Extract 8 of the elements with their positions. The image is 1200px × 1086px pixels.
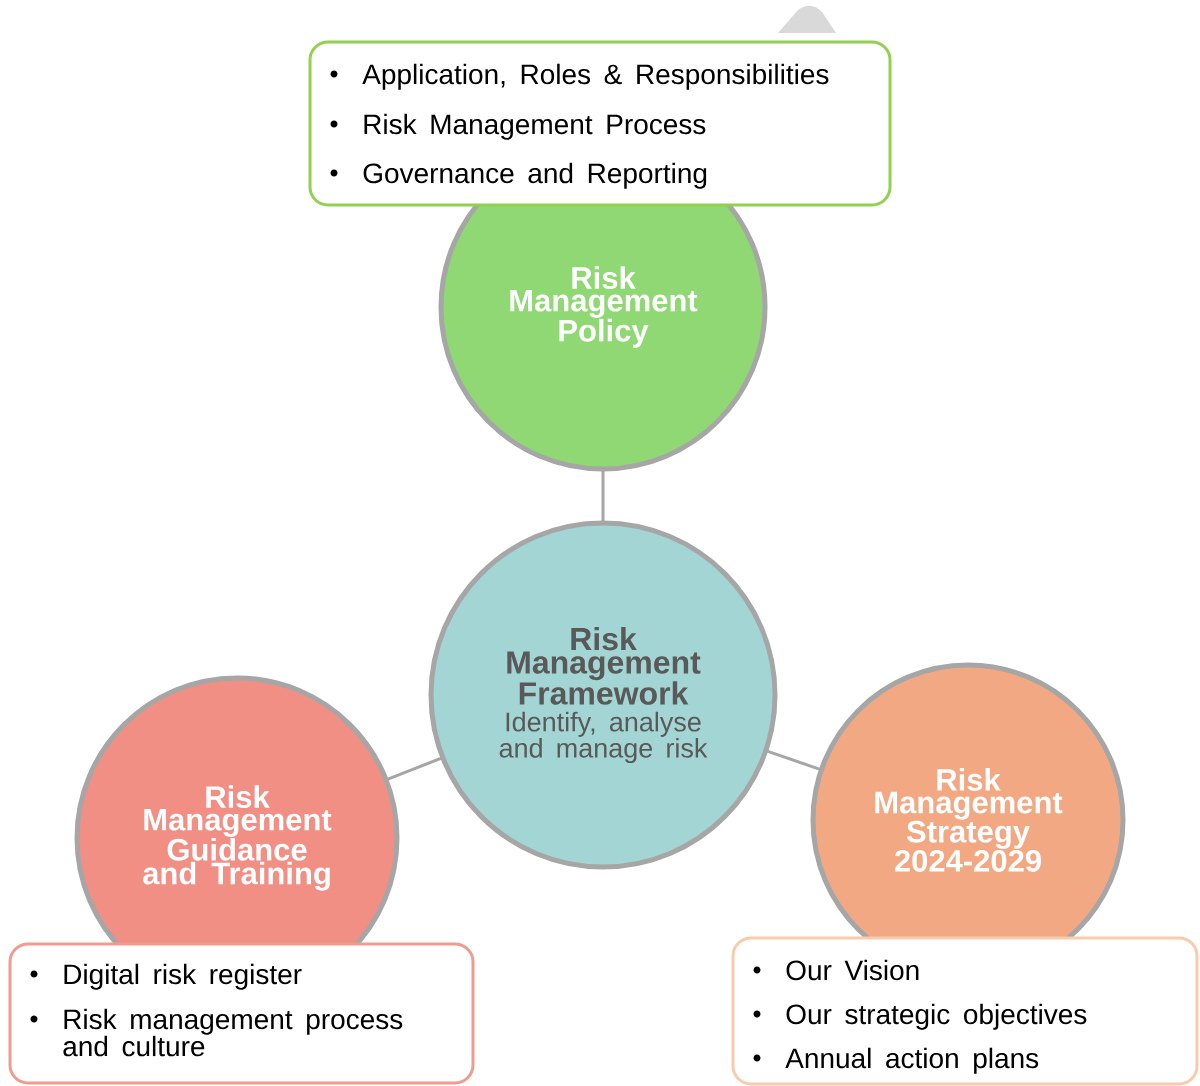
bullet-item: Annual action plans	[785, 1047, 1039, 1074]
connector-line	[601, 469, 605, 523]
bullet-item: Application, Roles & Responsibilities	[362, 63, 829, 90]
connector-line	[385, 756, 444, 782]
bullet-item: Risk management process and culture	[63, 1008, 403, 1057]
connector-line	[765, 749, 822, 772]
bullet-item: Risk Management Process	[364, 113, 706, 140]
bullet-item: Our strategic objectives	[786, 1003, 1087, 1030]
